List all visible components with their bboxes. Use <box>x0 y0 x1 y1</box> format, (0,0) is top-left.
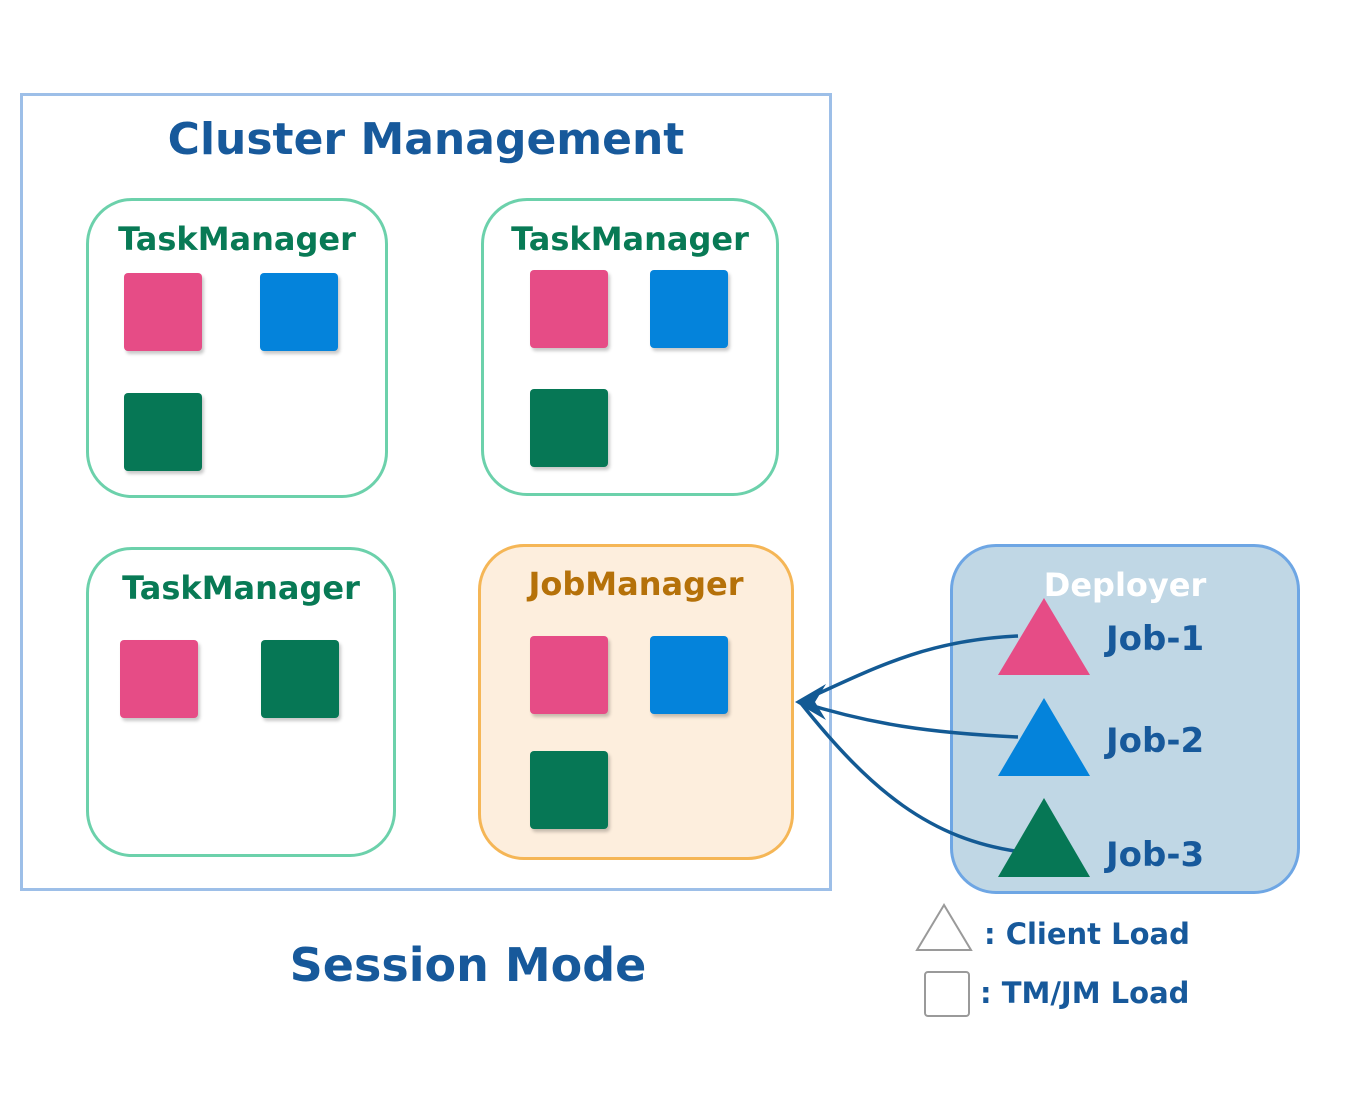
job-3-triangle <box>998 798 1090 877</box>
jobmanager-title: JobManager <box>528 565 744 603</box>
slot-square <box>530 751 608 829</box>
taskmanager-title-1: TaskManager <box>118 220 356 258</box>
cluster-management-box <box>20 93 832 891</box>
taskmanager-title-2: TaskManager <box>511 220 749 258</box>
arrowhead <box>795 684 826 720</box>
legend-client-load: : Client Load <box>984 917 1190 951</box>
arrow-job-1 <box>799 634 1019 704</box>
legend-triangle-icon <box>915 903 973 951</box>
slot-square <box>124 393 202 471</box>
session-mode-label: Session Mode <box>289 938 647 992</box>
job-label-3: Job-3 <box>1106 835 1205 875</box>
deployer-title: Deployer <box>1043 566 1207 604</box>
arrow-job-3 <box>798 700 1023 854</box>
slot-square <box>650 636 728 714</box>
job-label-2: Job-2 <box>1106 721 1205 761</box>
slot-square <box>530 389 608 467</box>
slot-square <box>120 640 198 718</box>
slot-square <box>124 273 202 351</box>
job-2-triangle <box>998 698 1090 776</box>
deployer-box <box>950 544 1300 894</box>
slot-square <box>261 640 339 718</box>
arrow-job-2 <box>799 700 1019 739</box>
legend-square-icon <box>924 971 970 1017</box>
taskmanager-title-3: TaskManager <box>122 569 360 607</box>
slot-square <box>530 636 608 714</box>
slot-square <box>530 270 608 348</box>
legend-tm-jm-load: : TM/JM Load <box>980 976 1190 1010</box>
cluster-management-title: Cluster Management <box>167 114 685 165</box>
job-1-triangle <box>998 598 1090 675</box>
slot-square <box>650 270 728 348</box>
job-label-1: Job-1 <box>1106 619 1205 659</box>
slot-square <box>260 273 338 351</box>
